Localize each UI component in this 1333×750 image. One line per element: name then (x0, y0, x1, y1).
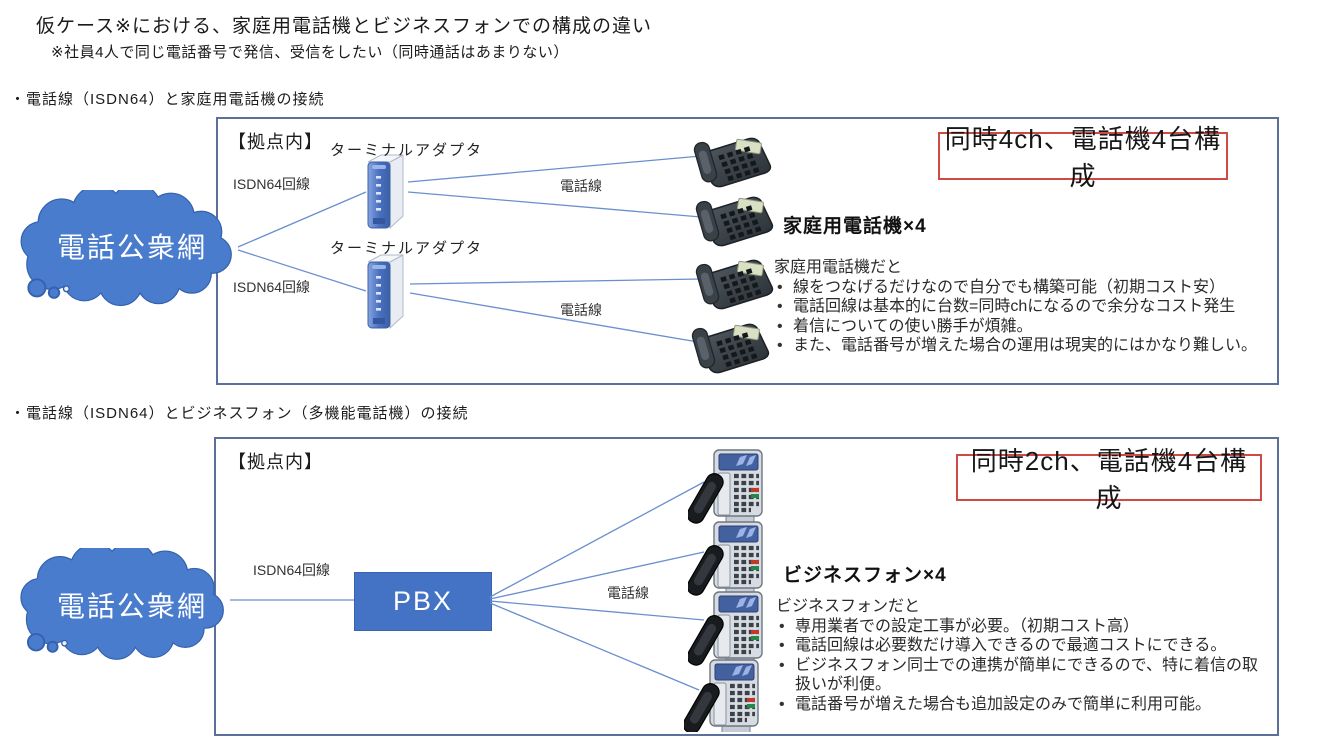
page-subtitle: ※社員4人で同じ電話番号で発信、受信をしたい（同時通話はあまりない） (51, 44, 569, 61)
section1-heading: ・電話線（ISDN64）と家庭用電話機の接続 (10, 91, 325, 108)
home-phone-icon-4 (690, 316, 774, 376)
cloud-label-2: 電話公衆網 (57, 591, 208, 622)
isdn-line-label-1: ISDN64回線 (233, 176, 311, 192)
note-item: 電話回線は基本的に台数=同時chになるので余分なコスト発生 (774, 297, 1279, 317)
home-phone-icon-1 (692, 130, 776, 190)
notes-list-2: 専用業者での設定工事が必要。（初期コスト高）電話回線は必要数だけ導入できるので最… (776, 617, 1268, 715)
home-phone-notes: 家庭用電話機だと 線をつなげるだけなので自分でも構築可能（初期コスト安）電話回線… (774, 258, 1279, 356)
zone-label-2: 【拠点内】 (228, 452, 323, 472)
notes-title-1: 家庭用電話機だと (774, 259, 903, 276)
home-phone-icon-2 (694, 189, 778, 249)
page-title: 仮ケース※における、家庭用電話機とビジネスフォンでの構成の違い (36, 16, 652, 37)
terminal-adapter-icon-1 (367, 154, 404, 229)
phone-line-label-2: 電話線 (560, 302, 602, 318)
config-badge-1: 同時4ch、電話機4台構成 (938, 124, 1228, 191)
note-item: 着信についての使い勝手が煩雑。 (774, 317, 1279, 337)
note-item: 線をつなげるだけなので自分でも構築可能（初期コスト安） (774, 278, 1279, 298)
business-phone-count-label: ビジネスフォン×4 (783, 565, 947, 586)
notes-list-1: 線をつなげるだけなので自分でも構築可能（初期コスト安）電話回線は基本的に台数=同… (774, 278, 1279, 356)
home-phone-icon-3 (694, 252, 778, 312)
note-item: 電話回線は必要数だけ導入できるので最適コストにできる。 (776, 636, 1268, 656)
terminal-adapter-label-2: ターミナルアダプタ (330, 240, 484, 257)
note-item: 専用業者での設定工事が必要。（初期コスト高） (776, 617, 1268, 637)
isdn-line-label-3: ISDN64回線 (253, 562, 331, 578)
note-item: また、電話番号が増えた場合の運用は現実的にはかなり難しい。 (774, 336, 1279, 356)
terminal-adapter-label-1: ターミナルアダプタ (330, 142, 484, 159)
pbx-box: PBX (354, 572, 492, 631)
terminal-adapter-icon-2 (367, 254, 404, 329)
site-box-2 (214, 437, 1279, 736)
phone-line-label-1: 電話線 (560, 178, 602, 194)
note-item: ビジネスフォン同士での連携が簡単にできるので、特に着信の取扱いが利便。 (776, 656, 1268, 695)
business-phone-icon-4 (684, 658, 764, 732)
section2-heading: ・電話線（ISDN64）とビジネスフォン（多機能電話機）の接続 (10, 405, 469, 422)
note-item: 電話番号が増えた場合も追加設定のみで簡単に利用可能。 (776, 695, 1268, 715)
business-phone-notes: ビジネスフォンだと 専用業者での設定工事が必要。（初期コスト高）電話回線は必要数… (776, 597, 1268, 714)
isdn-line-label-2: ISDN64回線 (233, 279, 311, 295)
business-phone-icon-1 (688, 448, 768, 530)
zone-label-1: 【拠点内】 (228, 132, 323, 152)
notes-title-2: ビジネスフォンだと (776, 598, 921, 615)
cloud-label-1: 電話公衆網 (57, 232, 208, 263)
phone-line-label-3: 電話線 (607, 585, 649, 601)
home-phone-count-label: 家庭用電話機×4 (783, 216, 927, 237)
